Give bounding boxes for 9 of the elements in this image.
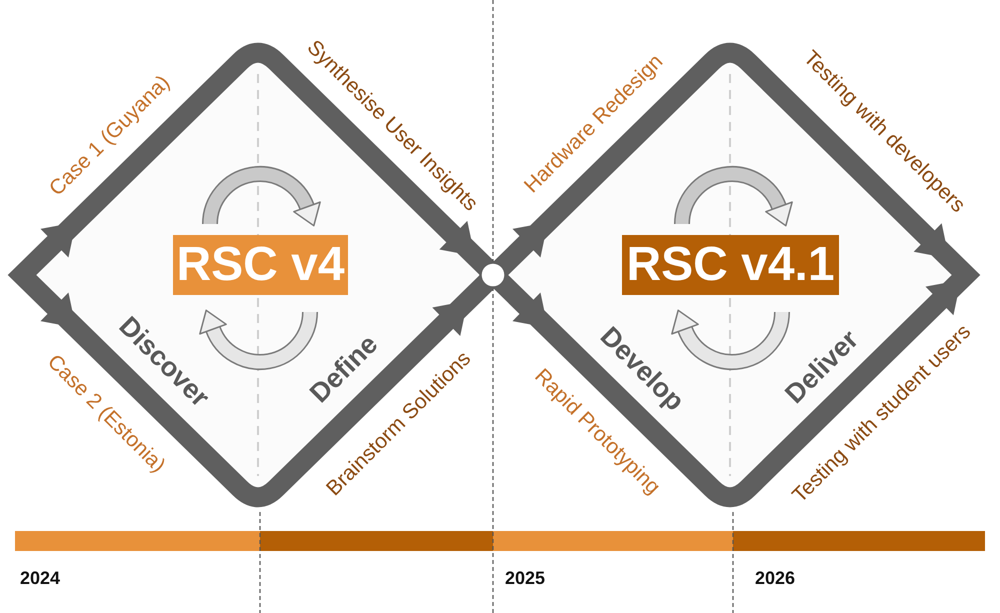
timeline-segment [260,531,493,551]
timeline-segment [15,531,260,551]
timeline-segment [733,531,985,551]
version-banner: RSC v4 [173,235,348,295]
year-label: 2025 [505,568,546,590]
year-label: 2026 [755,568,796,590]
year-label: 2024 [20,568,60,590]
version-banner: RSC v4.1 [622,235,839,295]
timeline-segment [493,531,733,551]
